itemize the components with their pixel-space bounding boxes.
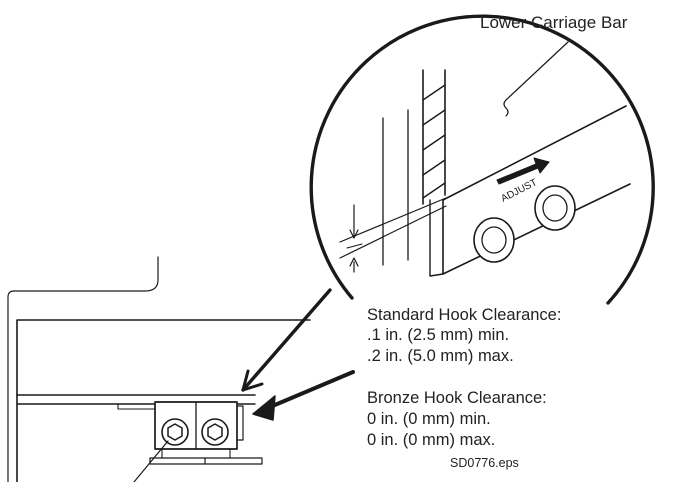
carriage-bar-top (16, 319, 311, 482)
bronze-clearance-heading: Bronze Hook Clearance: (367, 389, 547, 407)
clearance-pointer-arrow (252, 370, 355, 421)
magnifier-outline (309, 14, 655, 305)
leader-line (133, 440, 169, 482)
magnifier-pointer-arrowhead (241, 369, 264, 392)
hex-socket-icon (207, 423, 223, 441)
zoomed-adjustment-screw (481, 226, 507, 254)
carriage-assembly (7, 256, 311, 482)
magnified-view (241, 14, 655, 392)
zoomed-adjustment-screw (542, 194, 568, 222)
machine-housing-outline (7, 256, 159, 482)
bracket-side (236, 405, 244, 441)
adjust-arrow-icon (496, 157, 550, 185)
dimension-arrow-top (349, 204, 359, 239)
file-name-label: SD0776.eps (450, 456, 519, 470)
pointer-arrow-shaft (261, 370, 355, 412)
bar-detail (117, 403, 156, 410)
standard-clearance-min: .1 in. (2.5 mm) min. (367, 326, 510, 344)
standard-clearance-heading: Standard Hook Clearance: (367, 306, 562, 324)
standard-clearance-max: .2 in. (5.0 mm) max. (367, 347, 514, 365)
callout-leader (503, 41, 569, 117)
zoomed-bar-top (442, 105, 627, 201)
adjustment-screw (201, 418, 229, 446)
clearance-line (339, 205, 447, 259)
dimension-arrow-bottom (349, 257, 359, 273)
dimension-tick (346, 243, 363, 249)
magnifier-pointer (241, 288, 332, 392)
zoomed-adjustment-screw (473, 217, 515, 263)
pointer-arrowhead-icon (252, 395, 276, 421)
clearance-line (339, 197, 447, 243)
bronze-clearance-max: 0 in. (0 mm) max. (367, 431, 496, 449)
zoomed-bar-front (429, 199, 444, 277)
lower-carriage-bar-label: Lower Carriage Bar (480, 13, 628, 32)
bracket-base (149, 457, 263, 465)
adjustment-screw (161, 418, 189, 446)
bronze-clearance-min: 0 in. (0 mm) min. (367, 410, 491, 428)
hex-socket-icon (167, 423, 183, 441)
zoomed-adjustment-screw (534, 185, 576, 231)
hook-post-hatching (422, 84, 446, 199)
